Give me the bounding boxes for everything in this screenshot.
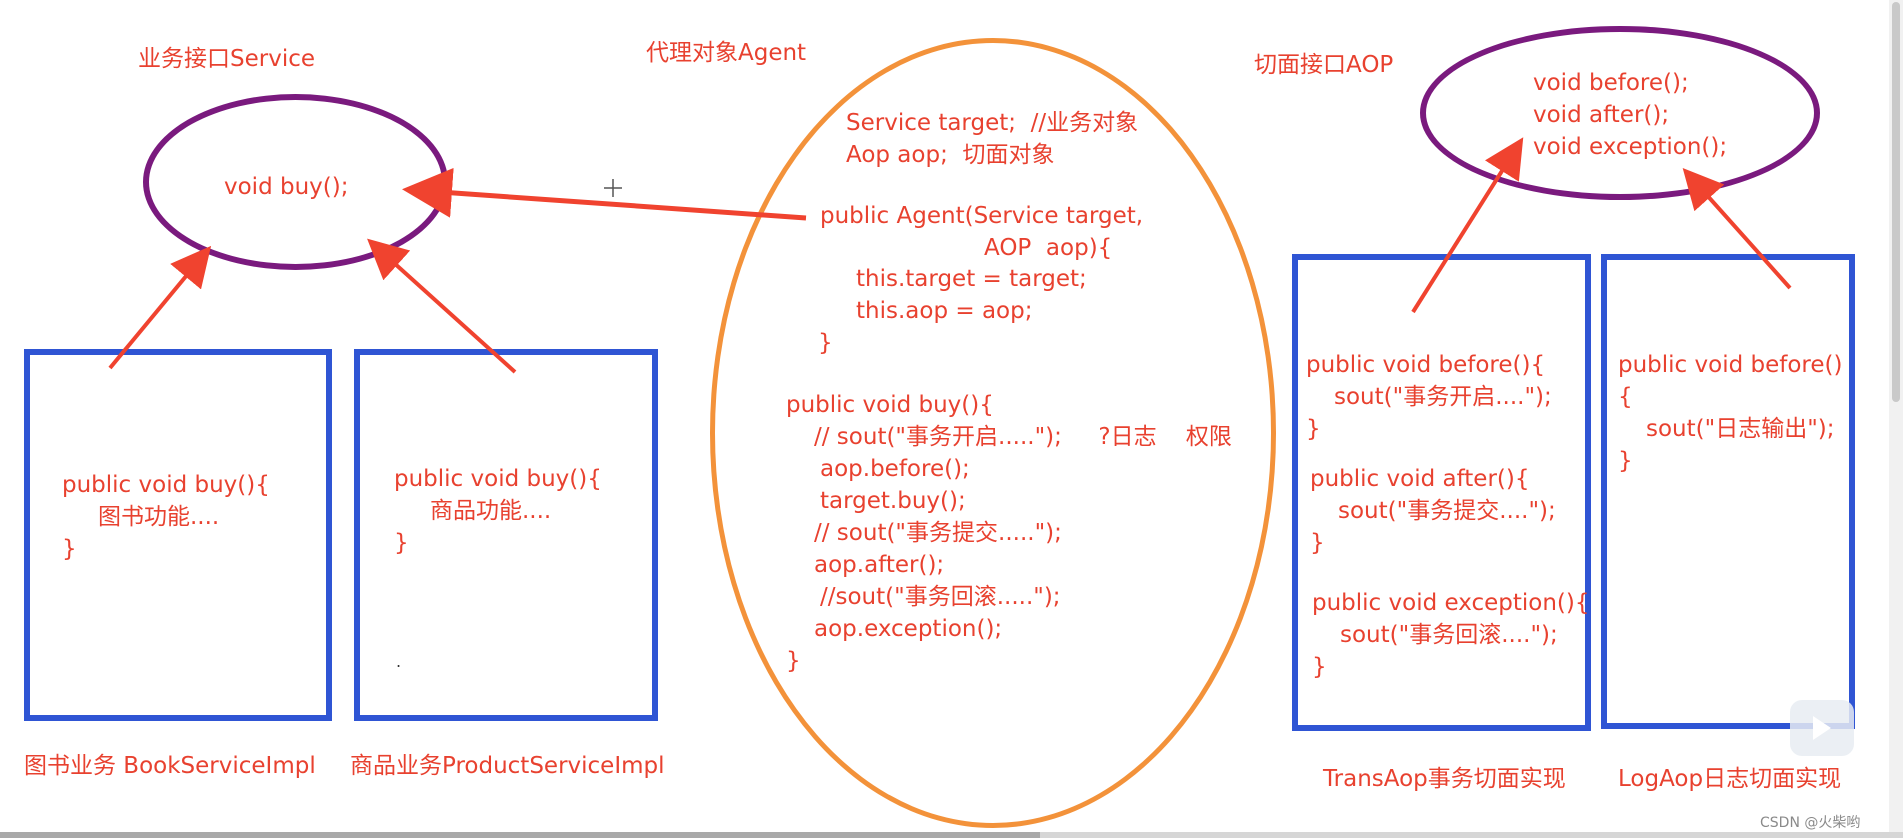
book-code-line: 图书功能.... xyxy=(98,504,220,530)
trans-code-line: } xyxy=(1312,654,1327,680)
aop-method: void before(); xyxy=(1533,70,1689,96)
agent-code-line: target.buy(); xyxy=(820,488,966,514)
play-icon xyxy=(1813,716,1831,740)
aop-method: void exception(); xyxy=(1533,134,1728,160)
aop-title: 切面接口AOP xyxy=(1254,52,1394,78)
product-stray-dot: . xyxy=(396,652,402,671)
agent-code-line: AOP aop){ xyxy=(984,235,1113,261)
arrow-book-to-service xyxy=(108,245,212,370)
trans-code-line: } xyxy=(1310,530,1325,556)
trans-aop-label: TransAop事务切面实现 xyxy=(1323,766,1566,792)
agent-code-line: } xyxy=(786,648,801,674)
agent-code-line: //sout("事务回滚....."); xyxy=(820,584,1061,610)
agent-proxy-oval xyxy=(710,38,1276,828)
agent-code-line: this.target = target; xyxy=(856,266,1087,292)
product-service-label: 商品业务ProductServiceImpl xyxy=(350,753,665,779)
aop-method: void after(); xyxy=(1533,102,1670,128)
horizontal-scrollbar[interactable] xyxy=(0,832,1903,838)
agent-code-line: this.aop = aop; xyxy=(856,298,1033,324)
trans-code-line: public void after(){ xyxy=(1310,466,1530,492)
book-code-line: public void buy(){ xyxy=(62,472,270,498)
arrow-agent-to-service xyxy=(402,167,807,221)
trans-code-line: } xyxy=(1306,416,1321,442)
service-method: void buy(); xyxy=(224,174,349,200)
product-code-line: public void buy(){ xyxy=(394,466,602,492)
log-code-line: public void before() xyxy=(1618,352,1843,378)
trans-code-line: public void exception(){ xyxy=(1312,590,1590,616)
trans-code-line: sout("事务提交...."); xyxy=(1338,498,1556,524)
agent-code-line: aop.after(); xyxy=(814,552,945,578)
product-service-impl-box xyxy=(354,349,658,721)
trans-aop-box xyxy=(1292,254,1591,731)
log-code-line: { xyxy=(1618,384,1633,410)
service-title: 业务接口Service xyxy=(138,46,316,72)
agent-code-line: public void buy(){ xyxy=(786,392,994,418)
agent-code-line: Aop aop; 切面对象 xyxy=(846,142,1055,168)
agent-code-line: public Agent(Service target, xyxy=(820,203,1144,229)
log-aop-label: LogAop日志切面实现 xyxy=(1618,766,1842,792)
book-service-label: 图书业务 BookServiceImpl xyxy=(24,753,316,779)
agent-code-line: // sout("事务开启....."); ?日志 权限 xyxy=(814,424,1232,450)
log-code-line: } xyxy=(1618,448,1633,474)
vertical-scrollbar[interactable] xyxy=(1889,0,1903,838)
book-code-line: } xyxy=(62,536,77,562)
agent-title: 代理对象Agent xyxy=(646,40,807,66)
vertical-scroll-thumb[interactable] xyxy=(1892,2,1900,402)
trans-code-line: sout("事务回滚...."); xyxy=(1340,622,1558,648)
book-service-impl-box xyxy=(24,349,332,721)
product-code-line: } xyxy=(394,530,409,556)
agent-code-line: aop.before(); xyxy=(820,456,970,482)
agent-code-line: Service target; //业务对象 xyxy=(846,110,1139,136)
agent-code-line: } xyxy=(818,330,833,356)
agent-code-line: // sout("事务提交....."); xyxy=(814,520,1062,546)
watermark: CSDN @火柴哟 xyxy=(1760,815,1861,831)
arrow-product-to-service xyxy=(367,238,517,374)
arrow-trans-to-aop xyxy=(1411,137,1524,314)
cursor-crosshair-icon xyxy=(604,179,622,197)
product-code-line: 商品功能.... xyxy=(430,498,552,524)
horizontal-scroll-thumb[interactable] xyxy=(0,832,1040,838)
aop-interface-oval xyxy=(1420,26,1820,200)
trans-code-line: public void before(){ xyxy=(1306,352,1546,378)
arrow-log-to-aop xyxy=(1682,168,1792,290)
log-aop-box xyxy=(1601,254,1855,729)
agent-code-line: aop.exception(); xyxy=(814,616,1003,642)
trans-code-line: sout("事务开启...."); xyxy=(1334,384,1552,410)
log-code-line: sout("日志输出"); xyxy=(1646,416,1835,442)
